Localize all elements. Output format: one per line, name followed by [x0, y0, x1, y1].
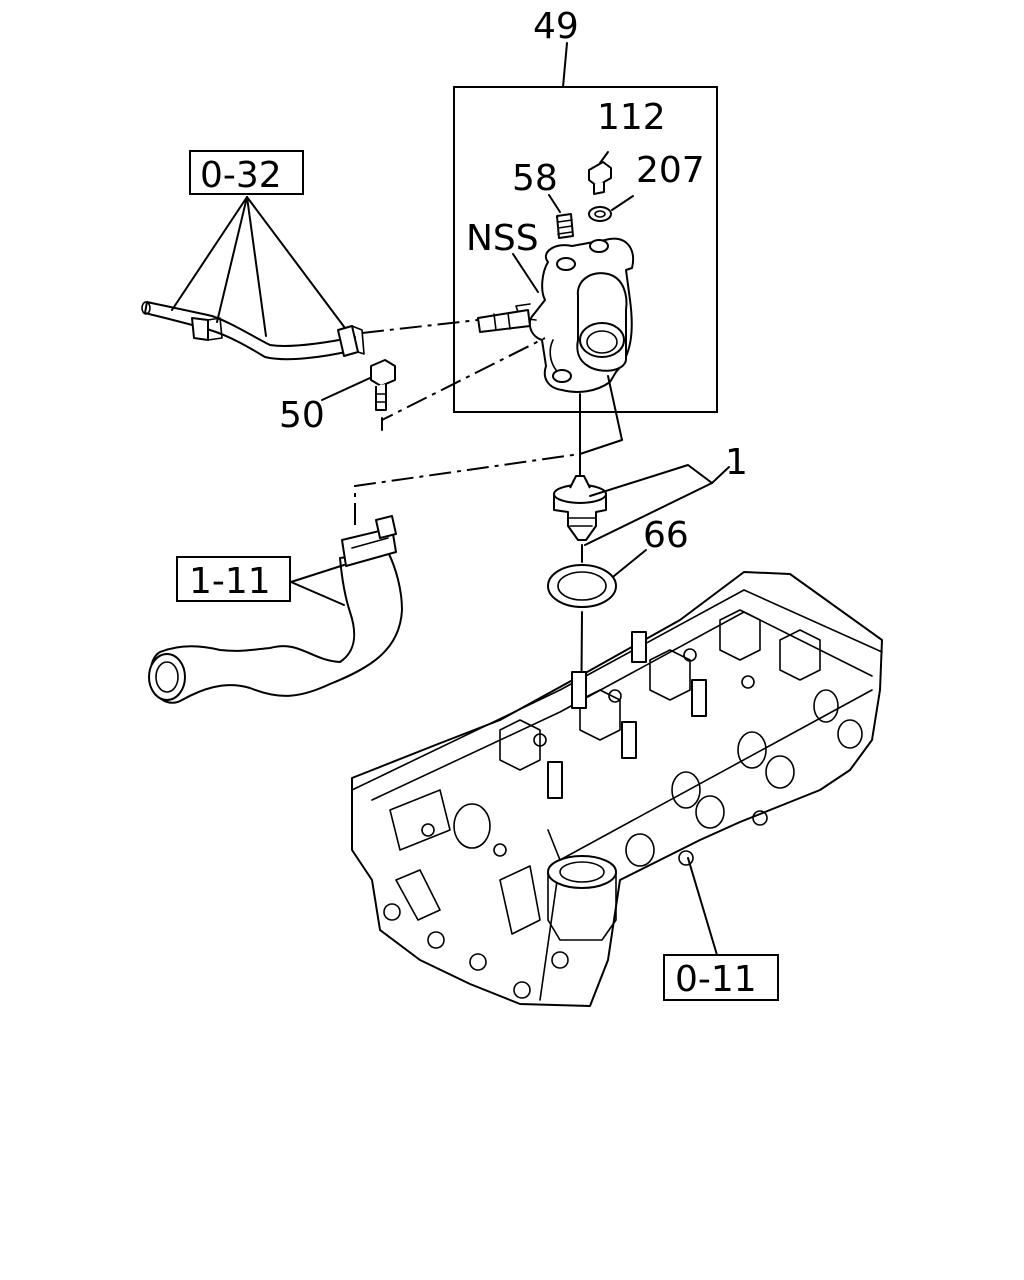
- nss-leader: [512, 253, 539, 293]
- cylinder-head-leader: [687, 857, 718, 956]
- ref-1-11[interactable]: 1-11: [189, 561, 271, 602]
- ref-0-32[interactable]: 0-32: [200, 155, 282, 196]
- housing-nipple: [477, 309, 531, 333]
- seal-ring-66[interactable]: [547, 549, 647, 608]
- ref-box-0-32[interactable]: [189, 150, 304, 195]
- radiator-hose[interactable]: [148, 515, 403, 704]
- gasket-207[interactable]: [588, 195, 634, 222]
- callout-112[interactable]: 112: [597, 97, 666, 138]
- callout-50[interactable]: 50: [279, 395, 325, 436]
- bypass-pipe-leaders: [171, 196, 346, 337]
- plug-58[interactable]: [548, 194, 574, 239]
- ref-box-0-11[interactable]: [663, 954, 779, 1001]
- radiator-hose-leaders: [290, 564, 345, 606]
- callout-nss[interactable]: NSS: [466, 218, 539, 259]
- bolt-112[interactable]: [588, 151, 612, 195]
- ref-box-1-11[interactable]: [176, 556, 291, 602]
- thermostat-leader: [584, 464, 730, 546]
- bypass-pipe[interactable]: [141, 301, 365, 361]
- callout-1[interactable]: 1: [725, 442, 748, 483]
- callout-49[interactable]: 49: [533, 6, 579, 47]
- callout-66[interactable]: 66: [643, 515, 689, 556]
- cylinder-head[interactable]: [351, 571, 883, 1007]
- bolt-50[interactable]: [321, 359, 396, 411]
- thermostat[interactable]: [553, 475, 607, 541]
- ref-0-11[interactable]: 0-11: [675, 959, 757, 1000]
- callout-58[interactable]: 58: [512, 158, 558, 199]
- callout-207[interactable]: 207: [636, 150, 705, 191]
- thermostat-housing[interactable]: [515, 237, 635, 393]
